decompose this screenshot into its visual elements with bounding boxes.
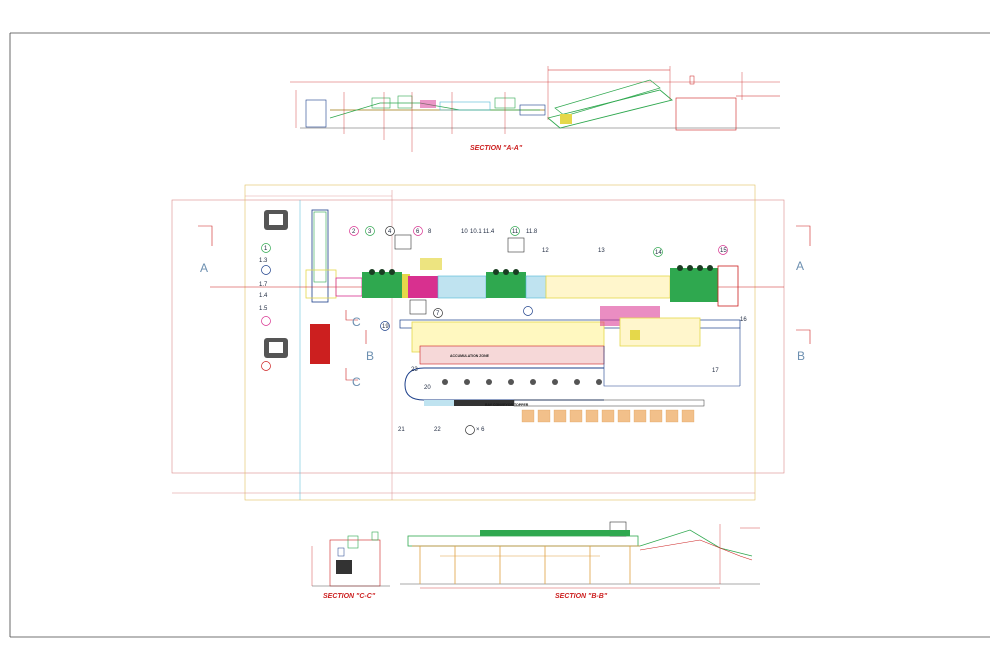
callout-4: 4 <box>388 229 392 235</box>
station-11 <box>486 272 526 298</box>
callout-7: 7 <box>436 311 440 317</box>
marker-b-right: B <box>797 349 805 363</box>
marker-a-left: A <box>200 261 208 275</box>
callout-20: 20 <box>424 385 431 391</box>
accumulation-zone-label: ACCUMULATION ZONE <box>450 354 490 358</box>
hanger-row <box>442 379 602 385</box>
section-cut-a <box>198 225 811 246</box>
callout-10-1: 10.1 <box>470 229 482 235</box>
bb-supports <box>419 546 631 584</box>
station-3 <box>362 272 402 298</box>
callout-17: 17 <box>712 368 719 374</box>
callout-11: 11 <box>512 229 519 235</box>
marker-c-top: C <box>352 315 361 329</box>
section-cc-drawing <box>311 531 390 587</box>
conveyor-topper-label: BAY CONVEYOR TOPPER <box>485 403 529 407</box>
callout-10: 10 <box>461 229 468 235</box>
callout-22: 22 <box>434 427 441 433</box>
callout-circles <box>261 226 728 435</box>
callout-11-4: 11.4 <box>483 229 495 235</box>
callout-12: 12 <box>542 248 549 254</box>
callout-11-8: 11.8 <box>526 229 538 235</box>
callout-23: 23 <box>411 367 418 373</box>
callout-1-4: 1.4 <box>259 293 268 299</box>
callout-15: 15 <box>720 248 727 254</box>
section-aa-drawing <box>290 66 780 152</box>
roller-pattern <box>369 265 713 275</box>
section-cut-c <box>345 310 358 381</box>
callout-1-7: 1.7 <box>259 282 268 288</box>
callout-21: 21 <box>398 427 405 433</box>
callout-1-3: 1.3 <box>259 258 268 264</box>
callout-times-6: × 6 <box>476 427 485 433</box>
marker-b-left: B <box>366 349 374 363</box>
section-cc-title: SECTION "C-C" <box>323 593 376 600</box>
callout-19: 19 <box>382 324 389 330</box>
callout-2: 2 <box>352 229 356 235</box>
aa-dimension-ticks <box>343 92 506 152</box>
callout-1-5: 1.5 <box>259 306 268 312</box>
callout-labels: 1 1.3 1.7 1.4 1.5 2 3 4 6 8 7 10 10.1 11… <box>259 229 747 433</box>
stacker-unit <box>310 324 330 364</box>
plan-view: ACCUMULATION ZONE BAY CONVEYOR TOPPER <box>171 184 811 501</box>
callout-13: 13 <box>598 248 605 254</box>
callout-6: 6 <box>416 229 420 235</box>
forklift-bottom-icon <box>264 338 288 358</box>
forklift-top-icon <box>264 210 288 230</box>
station-6 <box>408 276 438 298</box>
pallet-grid <box>521 409 695 423</box>
callout-14: 14 <box>655 250 662 256</box>
marker-a-right: A <box>796 259 804 273</box>
conveyor-10 <box>437 275 487 299</box>
station-14 <box>670 268 718 302</box>
marker-c-bottom: C <box>352 375 361 389</box>
callout-8: 8 <box>428 229 432 235</box>
callout-16: 16 <box>740 317 747 323</box>
sheet-border <box>9 32 990 638</box>
oven-13 <box>545 275 671 299</box>
section-cut-b <box>365 329 811 344</box>
section-aa-title: SECTION "A-A" <box>470 145 523 152</box>
callout-1: 1 <box>264 246 268 252</box>
section-bb-drawing <box>400 521 760 589</box>
callout-3: 3 <box>368 229 372 235</box>
section-bb-title: SECTION "B-B" <box>555 593 608 600</box>
